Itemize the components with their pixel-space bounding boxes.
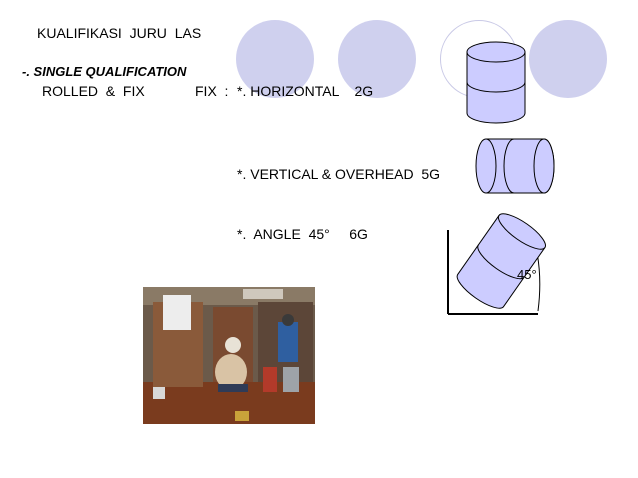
angle-position: *. ANGLE 45° 6G bbox=[237, 226, 368, 242]
fix-label: FIX : bbox=[195, 83, 229, 99]
angle-label: 45° bbox=[517, 267, 537, 282]
vertical-pipe-cylinder bbox=[475, 138, 555, 194]
horizontal-position: *. HORIZONTAL 2G bbox=[237, 83, 374, 99]
welding-photo bbox=[143, 287, 315, 424]
rolled-fix-label: ROLLED & FIX bbox=[42, 83, 145, 99]
angled-pipe-cylinder bbox=[447, 213, 546, 315]
decor-circle-2 bbox=[338, 20, 416, 98]
vertical-overhead-position: *. VERTICAL & OVERHEAD 5G bbox=[237, 166, 441, 182]
horizontal-pipe-cylinder bbox=[466, 41, 526, 124]
slide-title: KUALIFIKASI JURU LAS bbox=[37, 25, 202, 41]
decor-circle-3 bbox=[529, 20, 607, 98]
section-heading: -. SINGLE QUALIFICATION bbox=[22, 64, 187, 79]
decor-circle-1 bbox=[236, 20, 314, 98]
